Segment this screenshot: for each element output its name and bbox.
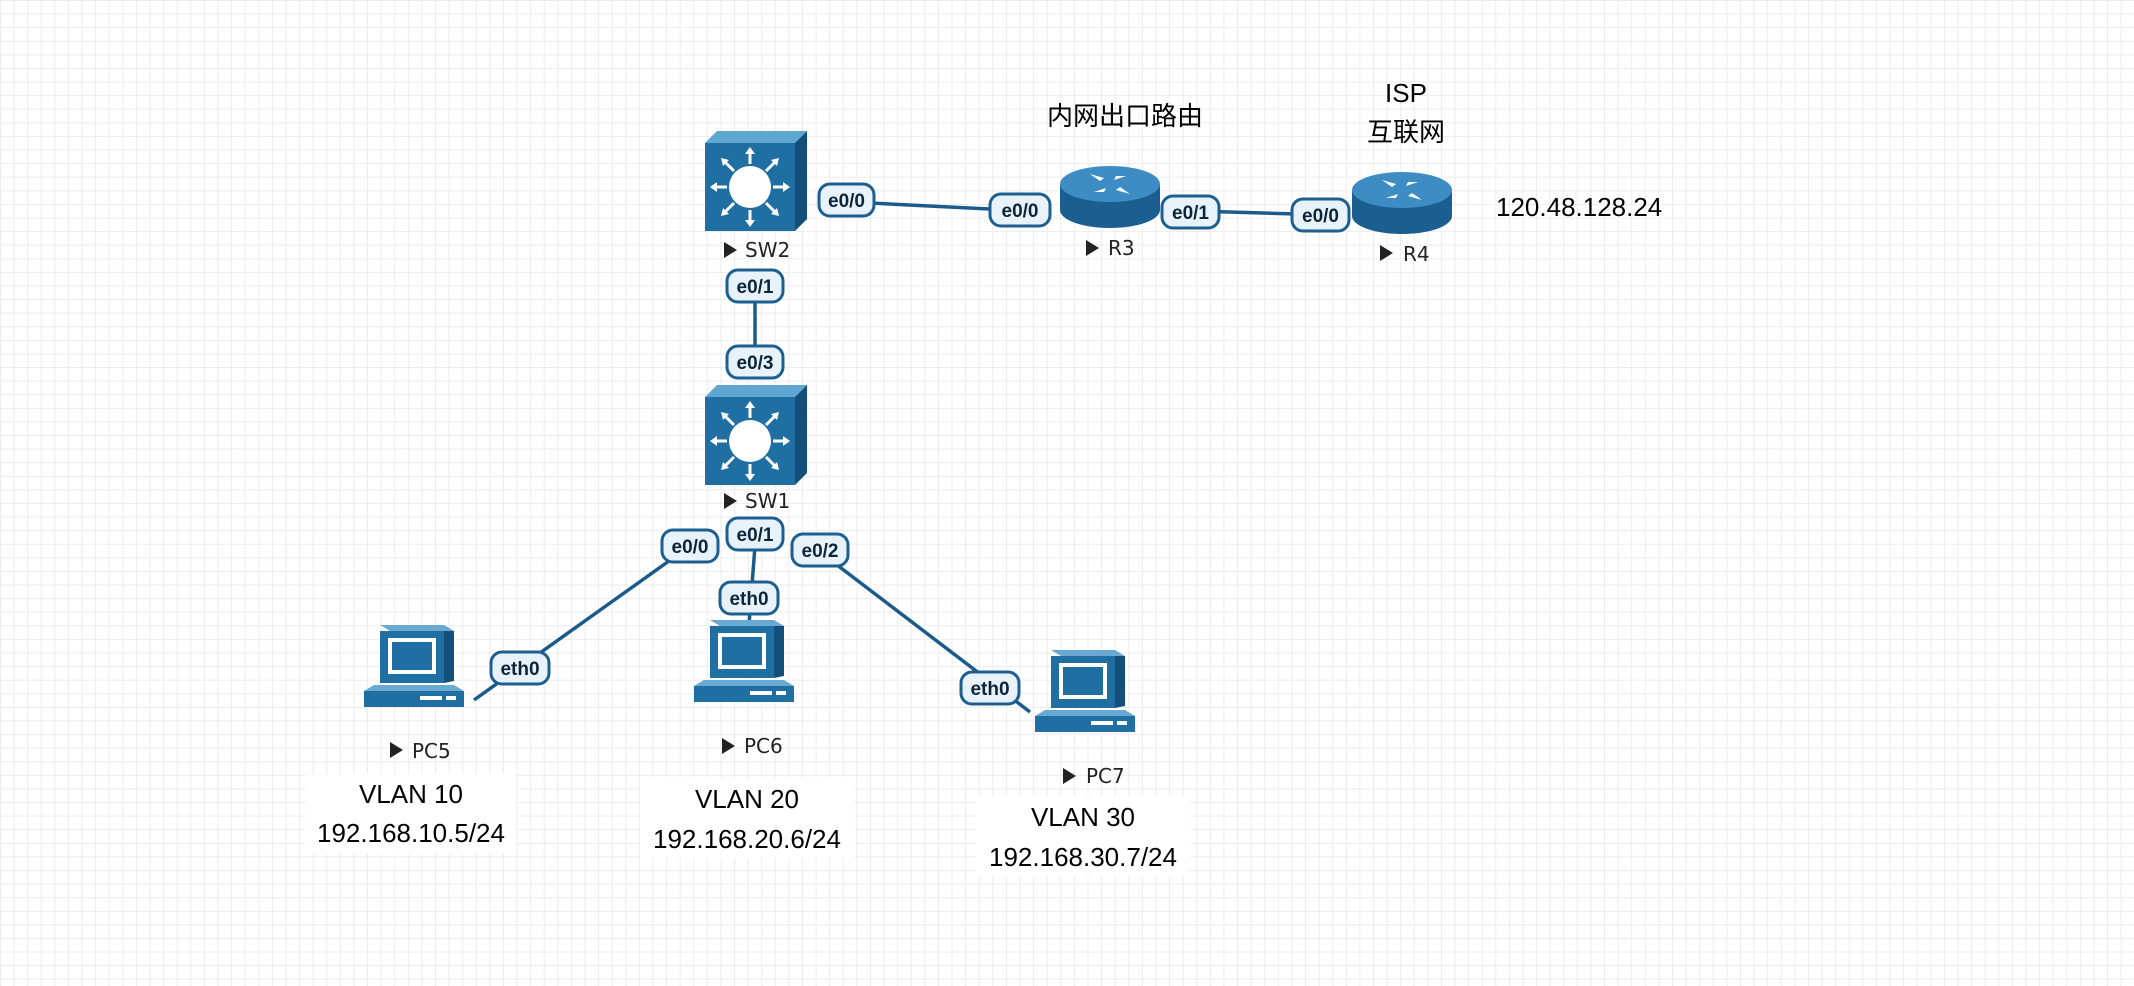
- r4-ip-label: 120.48.128.24: [1496, 192, 1662, 222]
- r3-title: 内网出口路由: [1047, 101, 1203, 131]
- play-icon: [1086, 240, 1099, 256]
- device-label-r4: R4: [1380, 242, 1430, 266]
- port-r3-e0-0[interactable]: e0/0: [988, 192, 1052, 228]
- port-pc6-eth0[interactable]: eth0: [718, 580, 780, 616]
- port-sw1-e0-1[interactable]: e0/1: [725, 516, 785, 552]
- play-icon: [1380, 245, 1393, 261]
- port-label: e0/0: [1302, 206, 1339, 227]
- pc6-ip: 192.168.20.6/24: [653, 824, 841, 854]
- internet-label: 互联网: [1367, 117, 1445, 147]
- play-icon: [390, 742, 403, 758]
- router-r3[interactable]: [1060, 166, 1160, 228]
- play-icon: [722, 738, 735, 754]
- device-label-r3: R3: [1086, 236, 1135, 260]
- isp-label: ISP: [1385, 78, 1427, 108]
- port-sw2-e0-1[interactable]: e0/1: [725, 268, 785, 304]
- device-label-sw1: SW1: [724, 489, 790, 513]
- device-label-sw2: SW2: [724, 238, 790, 262]
- port-label: e0/0: [672, 537, 709, 558]
- port-label: e0/0: [828, 191, 865, 212]
- pc-pc6[interactable]: [694, 620, 794, 702]
- port-label: e0/3: [737, 353, 774, 374]
- pc-pc5[interactable]: [364, 625, 464, 707]
- device-name: R3: [1108, 236, 1135, 260]
- play-icon: [724, 493, 737, 509]
- port-sw1-e0-3[interactable]: e0/3: [725, 344, 785, 380]
- port-label: e0/1: [737, 525, 774, 546]
- device-label-pc5: PC5: [390, 739, 451, 763]
- pc6-vlan: VLAN 20: [695, 784, 799, 814]
- port-sw1-e0-0[interactable]: e0/0: [660, 528, 720, 564]
- router-r4[interactable]: [1352, 172, 1452, 234]
- device-name: PC6: [744, 734, 783, 758]
- port-label: e0/0: [1002, 201, 1039, 222]
- links: [472, 199, 1331, 714]
- device-label-pc6: PC6: [722, 734, 783, 758]
- port-r4-e0-0[interactable]: e0/0: [1290, 197, 1351, 233]
- pc7-note-bg: [976, 796, 1190, 876]
- device-name: PC5: [412, 739, 451, 763]
- pc6-note-bg: [640, 778, 854, 858]
- device-name: SW2: [745, 238, 790, 262]
- port-label: eth0: [970, 679, 1009, 700]
- port-label: e0/2: [802, 541, 839, 562]
- port-sw2-e0-0[interactable]: e0/0: [817, 182, 876, 218]
- port-label: eth0: [500, 659, 539, 680]
- pc7-ip: 192.168.30.7/24: [989, 842, 1177, 872]
- port-label: e0/1: [1172, 203, 1209, 224]
- port-r3-e0-1[interactable]: e0/1: [1160, 194, 1221, 230]
- pc5-ip: 192.168.10.5/24: [317, 818, 505, 848]
- device-name: PC7: [1086, 764, 1125, 788]
- port-label: e0/1: [737, 277, 774, 298]
- device-name: SW1: [745, 489, 790, 513]
- device-name: R4: [1403, 242, 1430, 266]
- pc5-note-bg: [306, 774, 516, 854]
- port-sw1-e0-2[interactable]: e0/2: [790, 532, 850, 568]
- pc5-vlan: VLAN 10: [359, 779, 463, 809]
- pc-pc7[interactable]: [1035, 650, 1135, 732]
- switch-sw1[interactable]: [703, 383, 809, 487]
- play-icon: [1063, 768, 1076, 784]
- play-icon: [724, 242, 737, 258]
- port-label: eth0: [729, 589, 768, 610]
- port-pc7-eth0[interactable]: eth0: [959, 670, 1021, 706]
- pc7-vlan: VLAN 30: [1031, 802, 1135, 832]
- device-label-pc7: PC7: [1063, 764, 1125, 788]
- switch-sw2[interactable]: [703, 129, 809, 233]
- port-pc5-eth0[interactable]: eth0: [489, 650, 551, 686]
